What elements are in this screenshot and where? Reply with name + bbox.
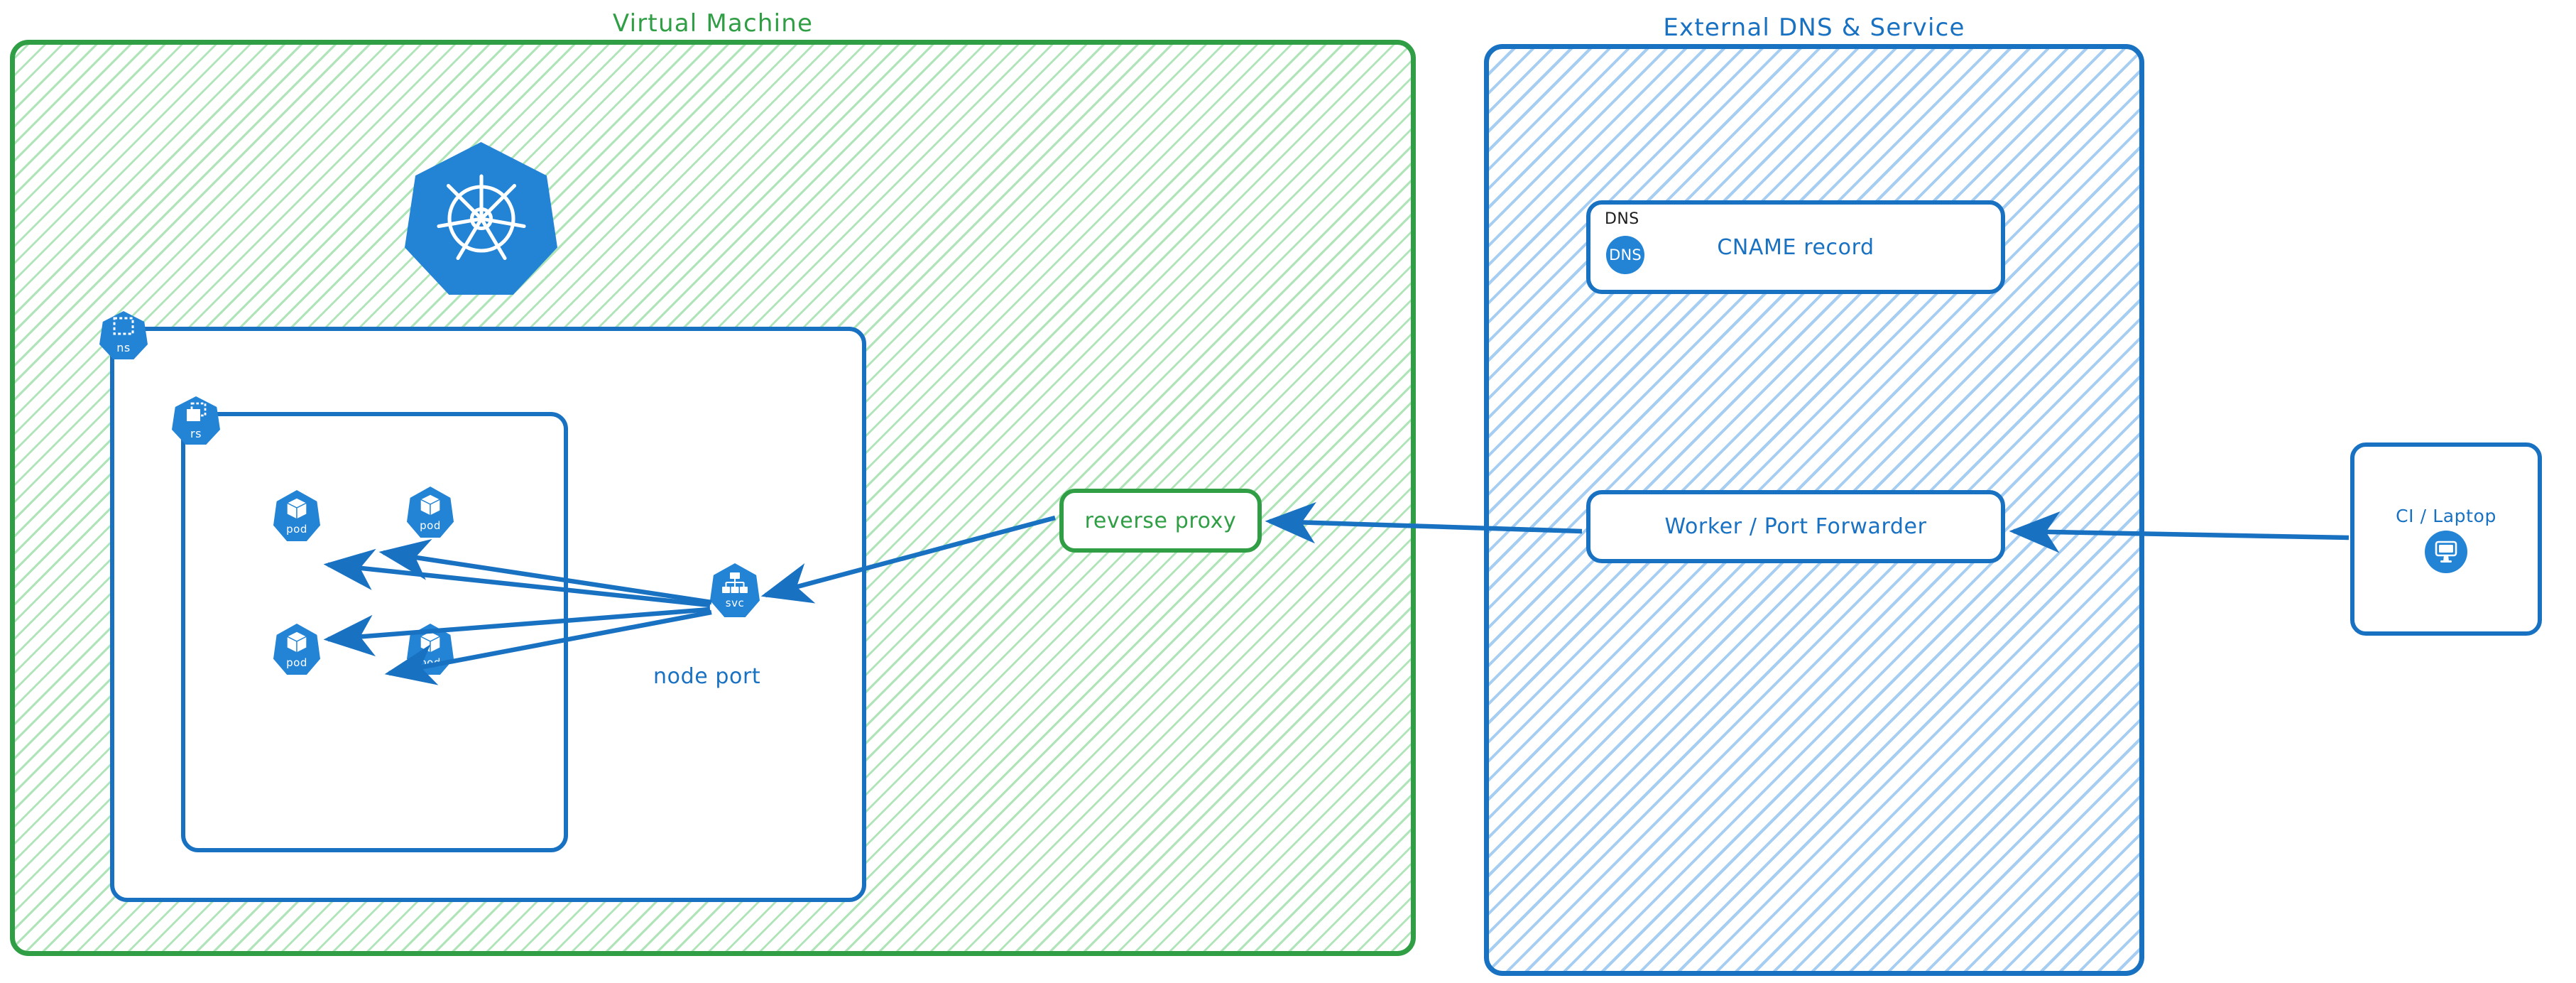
pod-badge-label: pod [286,656,307,669]
pod-icon [285,496,308,523]
ci-laptop-label: CI / Laptop [2396,505,2496,526]
pod-icon [419,630,442,657]
pod-icon [285,630,308,657]
dns-icon-label: DNS [1609,246,1642,264]
worker-port-forwarder-label: Worker / Port Forwarder [1664,514,1927,539]
ci-laptop-box[interactable]: CI / Laptop [2350,442,2542,636]
group-external-dns-service-title: External DNS & Service [1663,13,1965,42]
pod-badge-label: pod [420,656,441,669]
namespace-badge-label: ns [116,341,131,354]
worker-port-forwarder-box[interactable]: Worker / Port Forwarder [1586,490,2005,563]
reverse-proxy-box[interactable]: reverse proxy [1059,489,1262,553]
kubernetes-wheel-icon [436,173,526,260]
pod-icon [419,493,442,520]
dns-tag-label: DNS [1605,210,1639,228]
replicaset-frame [181,412,568,852]
pod-badge-label: pod [420,519,441,532]
dns-cname-label: CNAME record [1717,234,1874,260]
dns-cname-box[interactable]: DNS DNS CNAME record [1586,200,2005,294]
namespace-icon [112,317,135,341]
reverse-proxy-label: reverse proxy [1084,508,1237,533]
replicaset-badge-label: rs [190,427,202,440]
pod-badge-label: pod [286,523,307,536]
node-port-caption: node port [653,664,761,689]
service-badge-label: svc [725,597,745,609]
replicaset-icon [184,401,208,427]
group-virtual-machine-title: Virtual Machine [612,9,814,38]
dns-icon: DNS [1606,236,1644,274]
monitor-icon [2425,530,2467,573]
service-icon [721,572,748,597]
